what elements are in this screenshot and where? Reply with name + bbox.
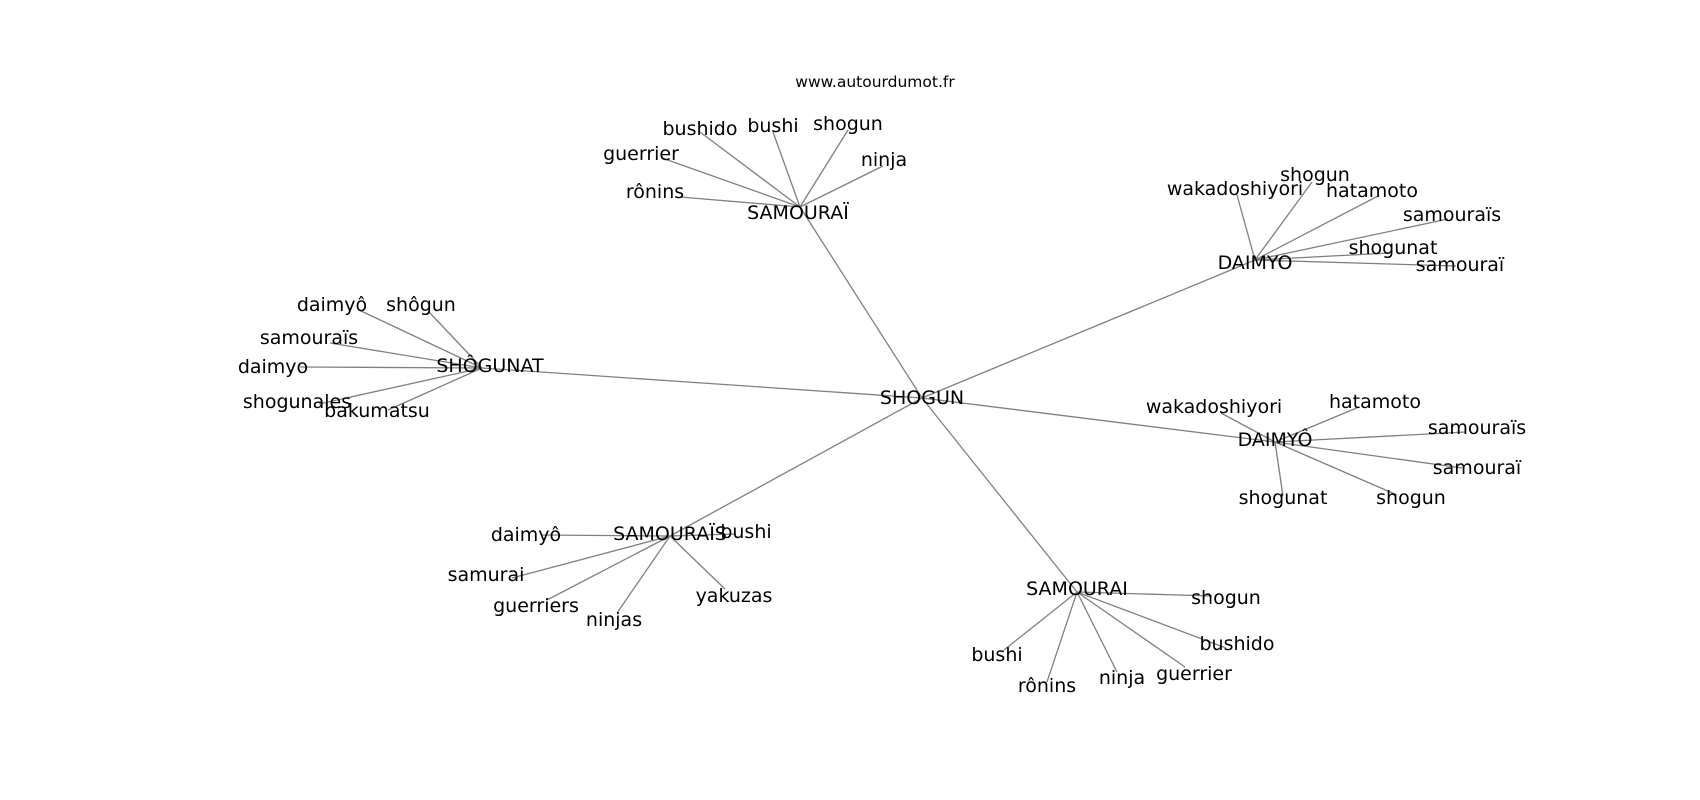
edge-center-to-shogunat — [481, 367, 923, 399]
edge-samourai-to-word — [1076, 591, 1118, 673]
edge-center-to-daimyo-accent — [921, 397, 1276, 443]
edge-samourai-accent-to-word — [661, 157, 801, 208]
edge-daimyo-to-word — [1254, 195, 1379, 261]
hub-node-label-daimyo: DAIMYO — [1218, 252, 1293, 274]
word-node-label: samouraïs — [1428, 417, 1526, 439]
edge-samourai-accent-to-word — [699, 131, 801, 208]
word-node-label: daimyo — [238, 356, 308, 378]
word-node-label: rônins — [1018, 675, 1076, 697]
word-node-label: daimyô — [297, 294, 367, 316]
edge-samourai-accent-to-word — [799, 165, 884, 208]
word-node-label: samouraï — [1416, 254, 1505, 276]
edge-samourais-to-word — [669, 533, 737, 537]
word-node-label: guerriers — [493, 595, 579, 617]
word-node-label: yakuzas — [696, 585, 773, 607]
word-node-label: shôgun — [386, 294, 456, 316]
edge-daimyo-to-word — [1254, 259, 1457, 267]
edge-samourai-to-word — [1003, 591, 1078, 651]
edge-shogunat-to-word — [428, 311, 483, 369]
edge-samourais-to-word — [546, 535, 671, 601]
edge-daimyo-to-word — [1254, 181, 1313, 261]
edge-samourais-to-word — [540, 534, 671, 537]
edge-shogunat-to-word — [329, 342, 483, 369]
word-node-label: ninja — [1099, 667, 1145, 689]
edge-center-to-samourais — [669, 397, 923, 537]
edge-daimyo-to-word — [1236, 194, 1256, 261]
word-node-label: shogunat — [1239, 487, 1328, 509]
edge-samourai-accent-to-word — [772, 131, 801, 208]
edge-shogunat-to-word — [358, 309, 483, 369]
word-node-label: bushido — [662, 118, 737, 140]
word-node-label: samurai — [448, 564, 525, 586]
word-node-label: wakadoshiyori — [1167, 178, 1303, 200]
word-node-label: samouraï — [1433, 457, 1522, 479]
graph-labels: SHOGUN SAMOURAÏ bushido bushi shogun guerrie… — [238, 113, 1526, 697]
source-watermark: www.autourdumot.fr — [795, 73, 955, 91]
edge-samourais-to-word — [616, 535, 671, 614]
edge-daimyo-to-word — [1254, 252, 1391, 261]
edge-shogunat-to-word — [387, 367, 483, 411]
edge-daimyo-accent-to-word — [1274, 441, 1398, 496]
hub-node-label-samourai: SAMOURAI — [1026, 578, 1128, 600]
edge-samourais-to-word — [511, 535, 671, 579]
word-node-label: shogun — [1280, 164, 1350, 186]
edge-daimyo-accent-to-word — [1274, 441, 1284, 497]
word-node-label: bushi — [747, 115, 798, 137]
edge-daimyo-accent-to-word — [1274, 441, 1463, 469]
word-node-label: shogun — [1376, 487, 1446, 509]
word-node-label: hatamoto — [1329, 391, 1421, 413]
edge-daimyo-accent-to-word — [1274, 406, 1360, 443]
edge-daimyo-to-word — [1254, 218, 1449, 261]
word-node-label: bushi — [720, 521, 771, 543]
word-node-label: shogunat — [1349, 237, 1438, 259]
edge-daimyo-accent-to-word — [1220, 412, 1276, 443]
edge-samourai-to-word — [1046, 591, 1078, 683]
word-node-label: guerrier — [603, 143, 679, 165]
word-node-label: ninja — [861, 149, 907, 171]
edge-samourai-accent-to-word — [799, 129, 849, 208]
word-node-label: shogun — [1191, 587, 1261, 609]
word-node-label: bushido — [1199, 633, 1274, 655]
hub-node-label-shogunat: SHÔGUNAT — [436, 353, 544, 377]
word-node-label: shogunales — [243, 391, 351, 413]
edge-samourai-to-word — [1076, 591, 1213, 597]
center-node-label: SHOGUN — [880, 387, 964, 409]
hub-node-label-samourai-accent: SAMOURAÏ — [747, 201, 849, 224]
hub-node-label-samourais: SAMOURAÏS — [613, 522, 727, 545]
word-node-label: samouraïs — [1403, 204, 1501, 226]
word-node-label: bakumatsu — [324, 400, 430, 422]
edge-samourai-accent-to-word — [679, 196, 801, 208]
edge-center-to-samourai-accent — [799, 206, 923, 399]
hub-node-label-daimyo-accent: DAIMYÔ — [1238, 427, 1313, 451]
word-node-label: bushi — [971, 644, 1022, 666]
edge-shogunat-to-word — [299, 366, 483, 369]
word-node-label: ninjas — [586, 609, 642, 631]
edge-shogunat-to-word — [318, 367, 483, 405]
word-node-label: hatamoto — [1326, 180, 1418, 202]
edge-daimyo-accent-to-word — [1274, 431, 1467, 443]
word-node-label: shogun — [813, 113, 883, 135]
word-node-label: rônins — [626, 181, 684, 203]
word-node-label: wakadoshiyori — [1146, 396, 1282, 418]
word-node-label: samouraïs — [260, 327, 358, 349]
graph-edges — [299, 129, 1467, 683]
edge-samourai-to-word — [1076, 591, 1227, 649]
edge-samourais-to-word — [669, 535, 726, 590]
edge-center-to-samourai — [921, 397, 1078, 593]
edge-center-to-daimyo — [921, 259, 1256, 399]
word-node-label: guerrier — [1156, 663, 1232, 685]
edge-samourai-to-word — [1076, 591, 1186, 668]
word-node-label: daimyô — [491, 524, 561, 546]
